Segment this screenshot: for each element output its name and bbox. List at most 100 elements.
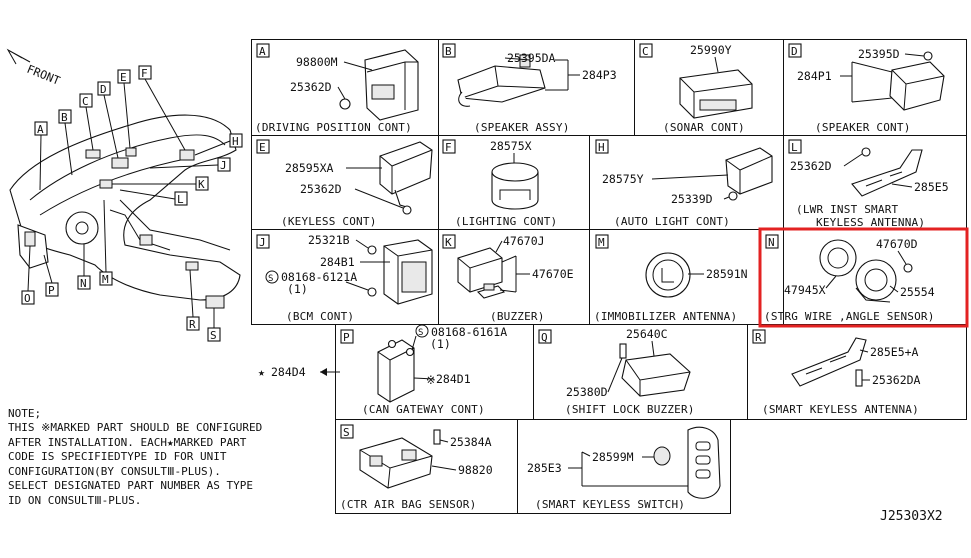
part-number: 25362D xyxy=(300,182,342,196)
bolt-icon xyxy=(367,245,377,255)
panel-m: M 28591N (IMMOBILIZER ANTENNA) xyxy=(594,234,748,323)
panel-caption: (BUZZER) xyxy=(490,310,545,323)
bolt-icon xyxy=(339,98,351,110)
panel-letter: M xyxy=(598,236,605,249)
front-indicator: FRONT xyxy=(6,48,62,88)
part-number: 284B1 xyxy=(320,255,355,269)
dashboard-outline xyxy=(9,114,241,301)
note-line: ID ON CONSULTⅢ-PLUS. xyxy=(8,494,141,507)
panel-caption: (IMMOBILIZER ANTENNA) xyxy=(594,310,737,323)
front-label: FRONT xyxy=(25,62,62,88)
notes-block: NOTE; THIS ※MARKED PART SHOULD BE CONFIG… xyxy=(8,407,262,507)
panel-caption: (SMART KEYLESS SWITCH) xyxy=(535,498,685,511)
location-letter: E xyxy=(120,71,127,84)
panel-letter: C xyxy=(642,45,649,58)
bolt-icon xyxy=(367,287,377,297)
panel-h: H 28575Y 25339D (AUTO LIGHT CONT) xyxy=(595,139,773,228)
steering-wire-icon xyxy=(819,239,857,277)
panel-letter: R xyxy=(755,331,762,344)
part-number: 47670J xyxy=(503,234,545,248)
panel-caption: (STRG WIRE ,ANGLE SENSOR) xyxy=(764,310,935,323)
note-line: CODE IS SPECIFIEDTYPE ID FOR UNIT xyxy=(8,450,227,463)
panel-letter: D xyxy=(791,45,798,58)
part-number: 98800M xyxy=(296,55,338,69)
front-arrow-icon xyxy=(6,48,31,65)
part-number: 28591N xyxy=(706,267,748,281)
panel-caption: (DRIVING POSITION CONT) xyxy=(255,121,412,134)
location-letter: L xyxy=(177,193,184,206)
location-letter: R xyxy=(189,318,196,331)
panel-e: E 28595XA 25362D (KEYLESS CONT) xyxy=(256,139,433,228)
panel-a: A 98800M 25362D (DRIVING POSITION CONT) xyxy=(255,43,419,134)
svg-text:S: S xyxy=(418,328,423,338)
svg-text:S: S xyxy=(268,274,273,284)
part-number: 28595XA xyxy=(285,161,334,175)
note-line: NOTE; xyxy=(8,407,41,420)
panel-caption: (CTR AIR BAG SENSOR) xyxy=(340,498,476,511)
panel-c: C 25990Y (SONAR CONT) xyxy=(639,43,753,134)
part-number: 25395DA xyxy=(507,51,556,65)
buzzer-icon xyxy=(457,247,503,293)
speaker-control-icon xyxy=(889,61,945,111)
panel-letter: B xyxy=(445,45,452,58)
panel-smart-keyless-switch: 28599M 285E3 (SMART KEYLESS SWITCH) xyxy=(527,426,721,511)
svg-text:※: ※ xyxy=(426,373,436,387)
part-number: 25321B xyxy=(308,233,350,247)
panel-caption: (SMART KEYLESS ANTENNA) xyxy=(762,403,919,416)
panel-caption: (SPEAKER CONT) xyxy=(815,121,911,134)
part-number: 47945X xyxy=(784,283,826,297)
panel-j: J 25321B 284B1 S 08168-6121A (1) (BCM CO… xyxy=(256,233,433,323)
part-number: 28575Y xyxy=(602,172,644,186)
diagram-reference: J25303X2 xyxy=(880,509,943,524)
location-letter: M xyxy=(102,273,109,286)
part-number: 285E5 xyxy=(914,180,949,194)
panel-caption: (SHIFT LOCK BUZZER) xyxy=(565,403,695,416)
part-number: 25640C xyxy=(626,327,668,341)
bolt-icon xyxy=(728,191,738,201)
auto-light-sensor-icon xyxy=(725,147,773,195)
location-letter: J xyxy=(220,159,227,172)
highlight-box xyxy=(758,227,969,328)
part-number: 25362D xyxy=(290,80,332,94)
location-letter: B xyxy=(61,111,68,124)
panel-p: P S 08168-6161A (1) 284D1 ※ (CAN GATEWAY… xyxy=(340,324,507,416)
bolt-icon xyxy=(433,429,441,445)
screw-symbol-icon xyxy=(265,270,279,284)
part-number: 285E5+A xyxy=(870,345,919,359)
note-line: AFTER INSTALLATION. EACH★MARKED PART xyxy=(8,436,247,449)
panel-letter: E xyxy=(259,141,266,154)
bolt-icon xyxy=(387,339,397,349)
part-number: 47670D xyxy=(876,237,918,251)
panel-letter: P xyxy=(343,331,350,344)
location-letter: D xyxy=(100,83,107,96)
panel-letter: H xyxy=(598,141,605,154)
panel-caption: (LIGHTING CONT) xyxy=(455,215,557,228)
vehicle-interior-overview: A B C D E F H J K L M N O P xyxy=(9,65,243,342)
svg-text:★: ★ xyxy=(258,365,265,379)
panel-k: K 47670J 47670E (BUZZER) xyxy=(442,234,574,323)
panel-caption: KEYLESS ANTENNA) xyxy=(816,216,925,229)
panel-letter: K xyxy=(445,236,452,249)
part-number: 25384A xyxy=(450,435,492,449)
location-letter: P xyxy=(48,284,55,297)
note-line: CONFIGURATION(BY CONSULTⅢ-PLUS). xyxy=(8,465,221,478)
panel-caption: (LWR INST SMART xyxy=(796,203,899,216)
can-gateway-icon xyxy=(377,339,415,403)
bolt-icon xyxy=(402,205,412,215)
panel-caption: (AUTO LIGHT CONT) xyxy=(614,215,730,228)
part-number: 28575X xyxy=(490,139,532,153)
keyless-control-unit-icon xyxy=(379,141,433,195)
part-number: 25990Y xyxy=(690,43,732,57)
panel-l: L 25362D 285E5 (LWR INST SMART KEYLESS A… xyxy=(788,139,949,229)
quantity: (1) xyxy=(287,282,308,296)
part-number: 25362DA xyxy=(872,373,921,387)
part-number: 08168-6121A xyxy=(281,270,357,284)
location-letter: H xyxy=(232,135,239,148)
part-number: 25395D xyxy=(858,47,900,61)
quantity: (1) xyxy=(430,337,451,351)
screw-icon xyxy=(923,51,933,61)
panel-caption: (CAN GATEWAY CONT) xyxy=(362,403,485,416)
panel-letter: L xyxy=(791,141,798,154)
bolt-icon xyxy=(861,147,871,157)
